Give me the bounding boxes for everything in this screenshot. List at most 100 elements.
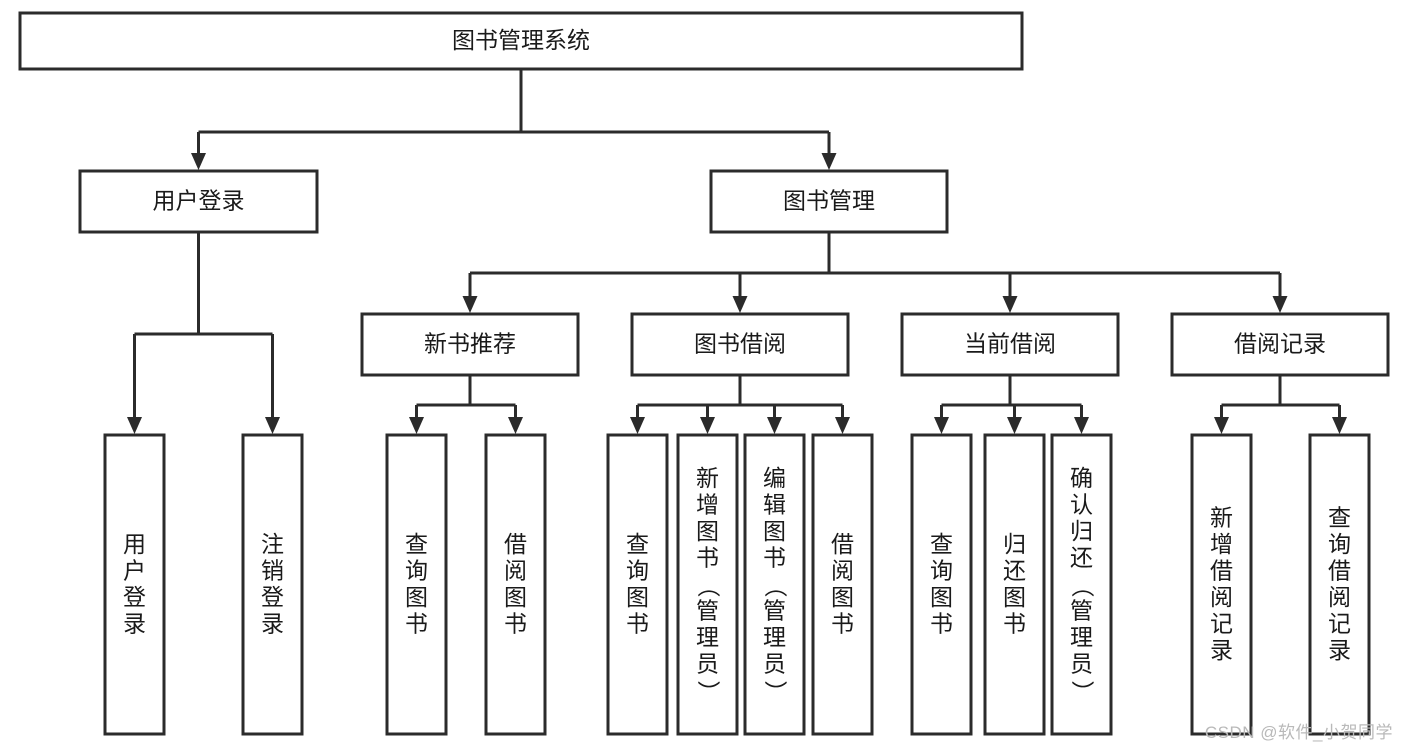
node-box (910, 433, 973, 736)
node-label-char: 理 (1070, 624, 1093, 650)
node-box (241, 433, 304, 736)
node-label-char: 询 (405, 558, 428, 584)
node-label-char: 归 (1003, 531, 1026, 557)
node-label-char: 借 (831, 531, 854, 557)
node-label-char: ） (763, 680, 789, 703)
node-label-char: 归 (1070, 518, 1093, 544)
node-label-char: 书 (763, 544, 786, 570)
node-label-char: 阅 (831, 558, 854, 584)
node-label-char: 借 (1210, 558, 1233, 584)
node-label-char: 图 (831, 584, 854, 610)
node-label-char: 确 (1070, 465, 1093, 491)
node-label-char: 图 (1003, 584, 1026, 610)
node-label-char: 员 (696, 650, 719, 676)
watermark-text: CSDN @软件_小贺同学 (1204, 723, 1393, 742)
node-label-char: 书 (504, 611, 527, 637)
node-label-char: 登 (123, 584, 146, 610)
node-label-char: 理 (696, 624, 719, 650)
node-label-char: 记 (1328, 611, 1351, 637)
node-label-char: （ (1070, 574, 1096, 597)
node-label-char: 书 (405, 611, 428, 637)
node-borrow-record[interactable]: 借阅记录 (1170, 312, 1390, 377)
node-label-char: 书 (930, 611, 953, 637)
node-label-char: 员 (763, 650, 786, 676)
node-label-char: 员 (1070, 650, 1093, 676)
node-current-borrow[interactable]: 当前借阅 (900, 312, 1120, 377)
node-label-char: 图 (696, 518, 719, 544)
node-label-char: 查 (1328, 505, 1351, 531)
node-box (103, 433, 166, 736)
node-book-borrow[interactable]: 图书借阅 (630, 312, 850, 377)
node-label-char: 书 (696, 544, 719, 570)
node-user-login[interactable]: 用户登录 (78, 169, 319, 234)
node-label-char: 编 (763, 465, 786, 491)
node-label-char: 阅 (1328, 584, 1351, 610)
node-label-char: 用 (123, 531, 146, 557)
node-box (743, 433, 806, 736)
node-label-char: 图 (504, 584, 527, 610)
node-label-char: 询 (1328, 531, 1351, 557)
node-box (484, 433, 547, 736)
node-label-char: 新 (1210, 505, 1233, 531)
node-label-char: 查 (405, 531, 428, 557)
node-label-char: 注 (261, 531, 284, 557)
node-box (676, 433, 739, 736)
node-root[interactable]: 图书管理系统 (18, 11, 1024, 71)
node-label: 图书借阅 (694, 331, 786, 357)
node-label-char: 图 (405, 584, 428, 610)
edges-layer (127, 69, 1347, 434)
node-label-char: 阅 (504, 558, 527, 584)
node-box (18, 11, 1024, 71)
node-label-char: 书 (831, 611, 854, 637)
node-label-char: （ (763, 574, 789, 597)
node-label-char: （ (696, 574, 722, 597)
node-new-book-rec[interactable]: 新书推荐 (360, 312, 580, 377)
node-label-char: 辑 (763, 491, 786, 517)
node-label-char: 记 (1210, 611, 1233, 637)
node-label-char: 书 (1003, 611, 1026, 637)
node-label-char: 借 (1328, 558, 1351, 584)
node-box (1190, 433, 1253, 736)
node-label-char: 录 (1210, 637, 1233, 663)
node-label-char: 管 (696, 597, 719, 623)
node-label-char: 图 (626, 584, 649, 610)
node-label-char: 管 (1070, 597, 1093, 623)
node-label-char: 登 (261, 584, 284, 610)
node-label: 图书管理 (783, 188, 875, 214)
node-label-char: 询 (930, 558, 953, 584)
node-book-mgmt[interactable]: 图书管理 (709, 169, 949, 234)
node-label-char: 增 (696, 491, 719, 517)
node-label: 图书管理系统 (452, 27, 590, 53)
node-label-char: 图 (763, 518, 786, 544)
node-label-char: 书 (626, 611, 649, 637)
node-label-char: 图 (930, 584, 953, 610)
node-label-char: 户 (123, 558, 146, 584)
node-label-char: 还 (1070, 544, 1093, 570)
node-box (630, 312, 850, 377)
node-label-char: 询 (626, 558, 649, 584)
node-box (606, 433, 669, 736)
node-box (811, 433, 874, 736)
node-label-char: 阅 (1210, 584, 1233, 610)
node-box (78, 169, 319, 234)
node-label-char: 理 (763, 624, 786, 650)
node-label-char: 录 (261, 611, 284, 637)
node-label: 用户登录 (153, 188, 245, 214)
node-leaf-user-login[interactable]: 用户登录 (103, 433, 166, 736)
node-label-char: 录 (1328, 637, 1351, 663)
node-label-char: 查 (626, 531, 649, 557)
node-box (1308, 433, 1371, 736)
